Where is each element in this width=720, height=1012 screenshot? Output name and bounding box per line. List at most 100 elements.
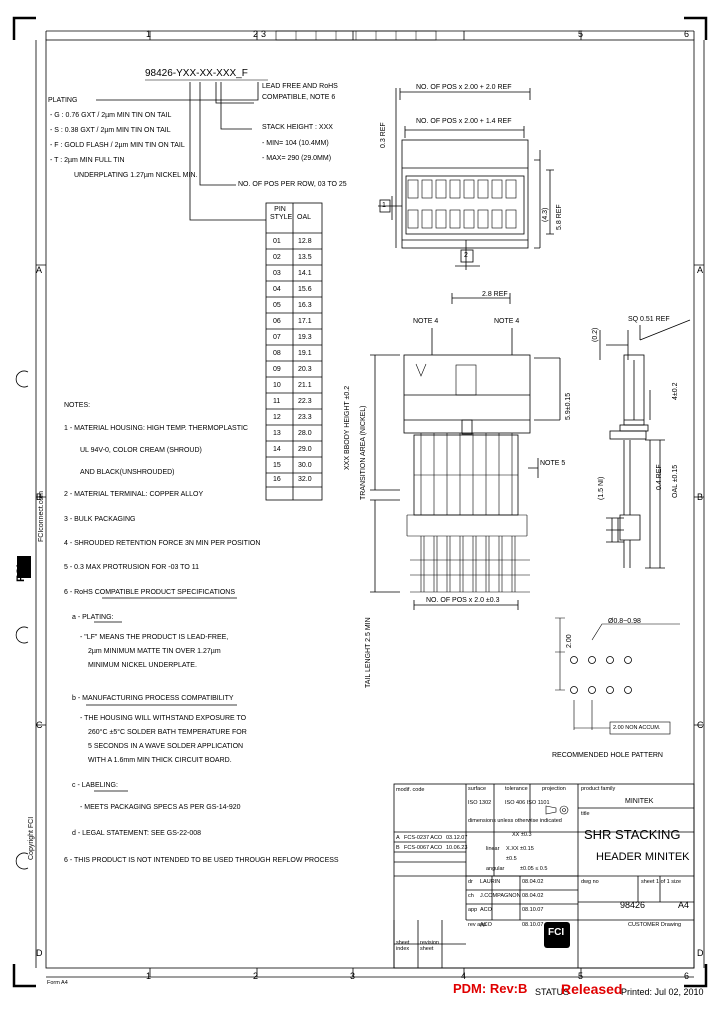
dim-59: 5.9±0.15	[565, 392, 572, 420]
tb-dwg-label: dwg no	[581, 879, 599, 885]
pin-oal-cell: 15.6	[298, 286, 312, 293]
border-bottom-3: 3	[350, 971, 356, 981]
tb-tol-std: ISO 406 ISO 1101	[505, 800, 550, 806]
tb-customer: CUSTOMER Drawing	[628, 922, 682, 928]
note-last: 6 - THIS PRODUCT IS NOT INTENDED TO BE U…	[64, 857, 339, 864]
lead-free-1: LEAD FREE AND RoHS	[262, 83, 338, 90]
footer-printed: Printed: Jul 02, 2010	[621, 987, 704, 997]
copyright-text: Copyright FCI	[28, 816, 35, 860]
hole-dim-1: 2.00	[566, 634, 573, 648]
pin-style-cell: 03	[273, 270, 281, 277]
plating-t: - T : 2µm MIN FULL TIN	[50, 157, 125, 164]
pin-style-cell: 05	[273, 302, 281, 309]
sig-date: 08.04.02	[522, 893, 544, 899]
tb-tol-4: ±0.05 ≤ 0.5	[520, 866, 548, 872]
dim-15: (1.5 NI)	[598, 476, 605, 500]
border-right-a: A	[697, 265, 704, 275]
body-height: XXX BBODY HEIGHT ±0.2	[344, 385, 351, 470]
tail-length: TAIL LENGHT 2.5 MIN	[365, 617, 372, 688]
corner-mark-br	[684, 964, 708, 988]
sig-name: J.COMPAGNON	[480, 893, 521, 899]
pin-oal-cell: 20.3	[298, 366, 312, 373]
sig-role: app	[468, 907, 478, 913]
stack-max: - MAX= 290 (29.0MM)	[262, 155, 332, 162]
side-circles	[15, 370, 29, 870]
note-2: 2 - MATERIAL TERMINAL: COPPER ALLOY	[64, 491, 204, 498]
note4-left: NOTE 4	[413, 318, 439, 325]
note4-right: NOTE 4	[494, 318, 520, 325]
pin-oal-cell: 17.1	[298, 318, 312, 325]
border-top-1: 1	[146, 29, 152, 39]
dim-4: 4±0.2	[672, 382, 679, 400]
sig-role: ch	[468, 893, 474, 899]
border-left-a: A	[36, 265, 43, 275]
hole-pattern-title: RECOMMENDED HOLE PATTERN	[552, 752, 663, 759]
tb-mod-b-rev: B	[396, 845, 400, 851]
dim-28: 2.8 REF	[482, 291, 508, 298]
border-bottom-5: 5	[578, 971, 584, 981]
tb-mod-b-date: 10.06.23	[446, 845, 468, 851]
tb-mod-a-rev: A	[396, 835, 400, 841]
tb-title-1: SHR STACKING	[584, 827, 681, 842]
dim-04: 0.4 REF	[656, 464, 663, 490]
note-1c: AND BLACK(UNSHROUDED)	[80, 469, 175, 476]
corner-mark-bl	[12, 964, 36, 988]
pin-style-cell: 12	[273, 414, 281, 421]
note-6: 6 - RoHS COMPATIBLE PRODUCT SPECIFICATIO…	[64, 589, 236, 596]
dim-ref03: 0.3 REF	[380, 122, 387, 148]
side-logo: FCI	[15, 564, 27, 582]
tb-sheet-index: sheet index	[396, 940, 410, 952]
corner-mark-tl	[12, 16, 36, 40]
lead-free-2: COMPATIBLE, NOTE 6	[262, 94, 336, 101]
fci-side-logo	[17, 556, 31, 578]
note-6c-1: - MEETS PACKAGING SPECS AS PER GS-14-920	[80, 804, 241, 811]
footer-status-label: STATUS	[535, 987, 570, 997]
positions-per-row: NO. OF POS PER ROW, 03 TO 25	[238, 181, 347, 188]
projection-symbol	[545, 805, 569, 815]
sig-role: rev app	[468, 922, 487, 928]
border-top-6: 6	[684, 29, 690, 39]
dim-oal: OAL ±0.15	[672, 464, 679, 498]
tb-tol-3: ±0.5	[506, 856, 517, 862]
note-6b-1: - THE HOUSING WILL WITHSTAND EXPOSURE TO	[80, 715, 247, 722]
tb-tol-2: X.XX ±0.15	[506, 846, 534, 852]
pin-oal-cell: 12.8	[298, 238, 312, 245]
plating-g: - G : 0.76 GXT / 2µm MIN TIN ON TAIL	[50, 112, 172, 119]
tb-mod-b-ref: FCS-0067 ACO	[404, 845, 443, 851]
pin-style-cell: 04	[273, 286, 281, 293]
tb-title-label: title	[581, 811, 590, 817]
border-bottom-6: 6	[684, 971, 690, 981]
tb-surface: surface	[468, 786, 487, 792]
dim-top-1: NO. OF POS x 2.00 + 2.0 REF	[416, 84, 512, 91]
sig-date: 08.10.07	[522, 907, 544, 913]
tb-revision-sheet: revision sheet	[420, 940, 439, 952]
border-right-d: D	[697, 948, 704, 958]
sig-name: ACO	[480, 922, 492, 928]
pin-oal-cell: 29.0	[298, 446, 312, 453]
border-bottom-1: 1	[146, 971, 152, 981]
pin-oal-cell: 22.3	[298, 398, 312, 405]
sig-name: ACO	[480, 907, 492, 913]
dim-ref58: 5.8 REF	[556, 204, 563, 230]
tb-mod-code: modif. code	[396, 787, 425, 793]
note-6d: d - LEGAL STATEMENT: SEE GS-22-008	[72, 830, 202, 837]
pin-style-cell: 01	[273, 238, 281, 245]
tb-title-2: HEADER MINITEK	[596, 851, 690, 863]
tb-mod-a-ref: FCS-0237 ACO	[404, 835, 443, 841]
side-url: FCIconnect.com	[38, 491, 45, 542]
border-left-c: C	[36, 720, 43, 730]
pin-style-cell: 11	[273, 398, 281, 405]
note-1b: UL 94V-0, COLOR CREAM (SHROUD)	[80, 447, 202, 454]
tb-tol-1: XX ±0.3	[512, 832, 532, 838]
pin-oal-cell: 13.5	[298, 254, 312, 261]
border-right-b: B	[697, 492, 704, 502]
hole-dia: Ø0.8~0.98	[608, 618, 641, 625]
note-4: 4 - SHROUDED RETENTION FORCE 3N MIN PER …	[64, 540, 261, 547]
tb-dims-unless: dimensions unless otherwise indicated	[468, 818, 562, 824]
pin-oal-cell: 19.3	[298, 334, 312, 341]
datum-2: 2	[464, 252, 468, 259]
border-bottom-4: 4	[461, 971, 467, 981]
dim-top-2: NO. OF POS x 2.00 + 1.4 REF	[416, 118, 512, 125]
dim-sq051: SQ 0.51 REF	[628, 316, 670, 323]
